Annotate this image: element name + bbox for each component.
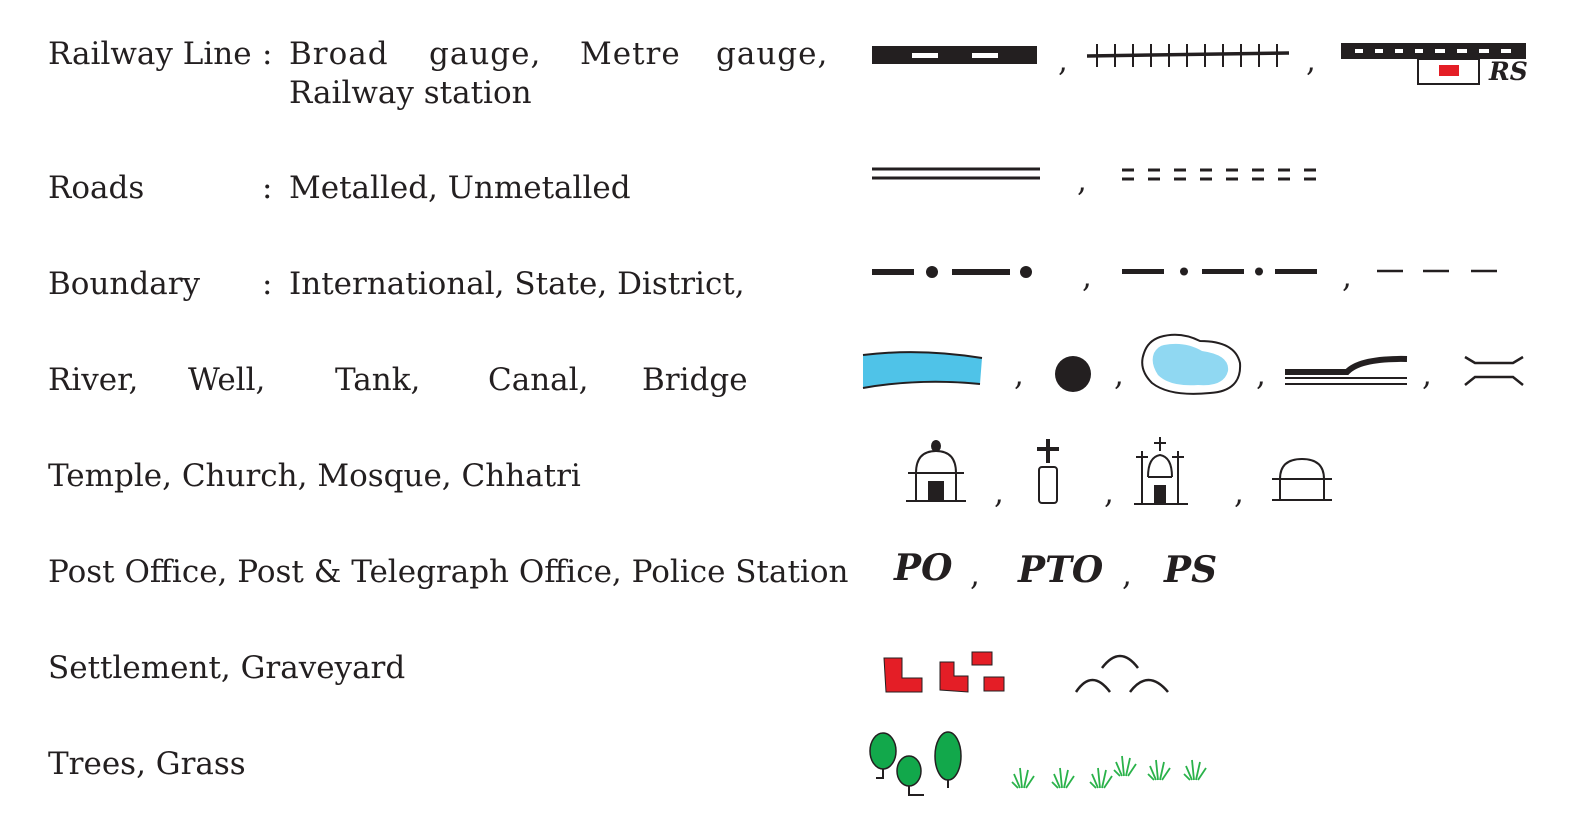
graveyard-symbol: [1074, 646, 1174, 694]
separator-colon: :: [262, 266, 273, 302]
comma: ,: [1114, 357, 1124, 393]
canal-symbol: [1285, 354, 1410, 388]
label-canal: Canal,: [488, 362, 589, 398]
state-boundary-symbol: [1122, 264, 1322, 280]
international-boundary-symbol: [872, 263, 1037, 281]
police-station-abbr: PS: [1164, 549, 1218, 591]
metalled-road-symbol: [872, 166, 1042, 182]
items-roads: Metalled, Unmetalled: [289, 170, 631, 206]
railway-station-symbol: [1341, 43, 1531, 87]
item-metre-gauge-word: Metre: [580, 36, 681, 72]
label-settlement-graveyard: Settlement, Graveyard: [48, 650, 406, 686]
items-boundary: International, State, District,: [289, 266, 745, 302]
item-railway-station: Railway station: [289, 75, 532, 111]
river-symbol: [860, 350, 985, 394]
comma: ,: [1082, 259, 1092, 295]
unmetalled-road-symbol: [1122, 167, 1327, 183]
trees-symbol: [866, 730, 966, 800]
comma: ,: [1014, 357, 1024, 393]
temple-icon: [906, 437, 968, 505]
grass-symbol: [1011, 740, 1217, 792]
comma: ,: [970, 557, 980, 593]
railway-station-code: RS: [1489, 57, 1528, 86]
comma: ,: [994, 475, 1004, 511]
label-religious-places: Temple, Church, Mosque, Chhatri: [48, 458, 581, 494]
tank-symbol: [1140, 333, 1244, 397]
separator-colon: :: [262, 36, 273, 72]
mosque-icon: [1134, 437, 1190, 507]
post-office-abbr: PO: [894, 547, 953, 589]
broad-gauge-symbol: [872, 46, 1038, 66]
item-broad-gauge-word: gauge,: [429, 36, 542, 72]
comma: ,: [1234, 475, 1244, 511]
settlement-symbol: [882, 650, 1008, 696]
label-roads: Roads: [48, 170, 145, 206]
label-boundary: Boundary: [48, 266, 201, 302]
comma: ,: [1077, 163, 1087, 199]
label-offices: Post Office, Post & Telegraph Office, Po…: [48, 554, 849, 590]
metre-gauge-symbol: [1086, 42, 1292, 70]
comma: ,: [1122, 557, 1132, 593]
comma: ,: [1058, 43, 1068, 79]
comma: ,: [1306, 43, 1316, 79]
post-telegraph-office-abbr: PTO: [1018, 549, 1104, 591]
comma: ,: [1256, 357, 1266, 393]
label-well: Well,: [188, 362, 266, 398]
bridge-symbol: [1464, 355, 1525, 389]
item-metre-gauge-word: gauge,: [716, 36, 829, 72]
district-boundary-symbol: [1377, 266, 1502, 276]
chhatri-icon: [1272, 457, 1334, 503]
comma: ,: [1422, 357, 1432, 393]
well-symbol: [1054, 355, 1092, 393]
label-bridge: Bridge: [642, 362, 748, 398]
item-broad-gauge-word: Broad: [289, 36, 389, 72]
label-river: River,: [48, 362, 139, 398]
comma: ,: [1342, 259, 1352, 295]
church-icon: [1034, 437, 1064, 507]
comma: ,: [1104, 475, 1114, 511]
label-railway-line: Railway Line: [48, 36, 252, 72]
label-tank: Tank,: [335, 362, 421, 398]
separator-colon: :: [262, 170, 273, 206]
label-trees-grass: Trees, Grass: [48, 746, 246, 782]
